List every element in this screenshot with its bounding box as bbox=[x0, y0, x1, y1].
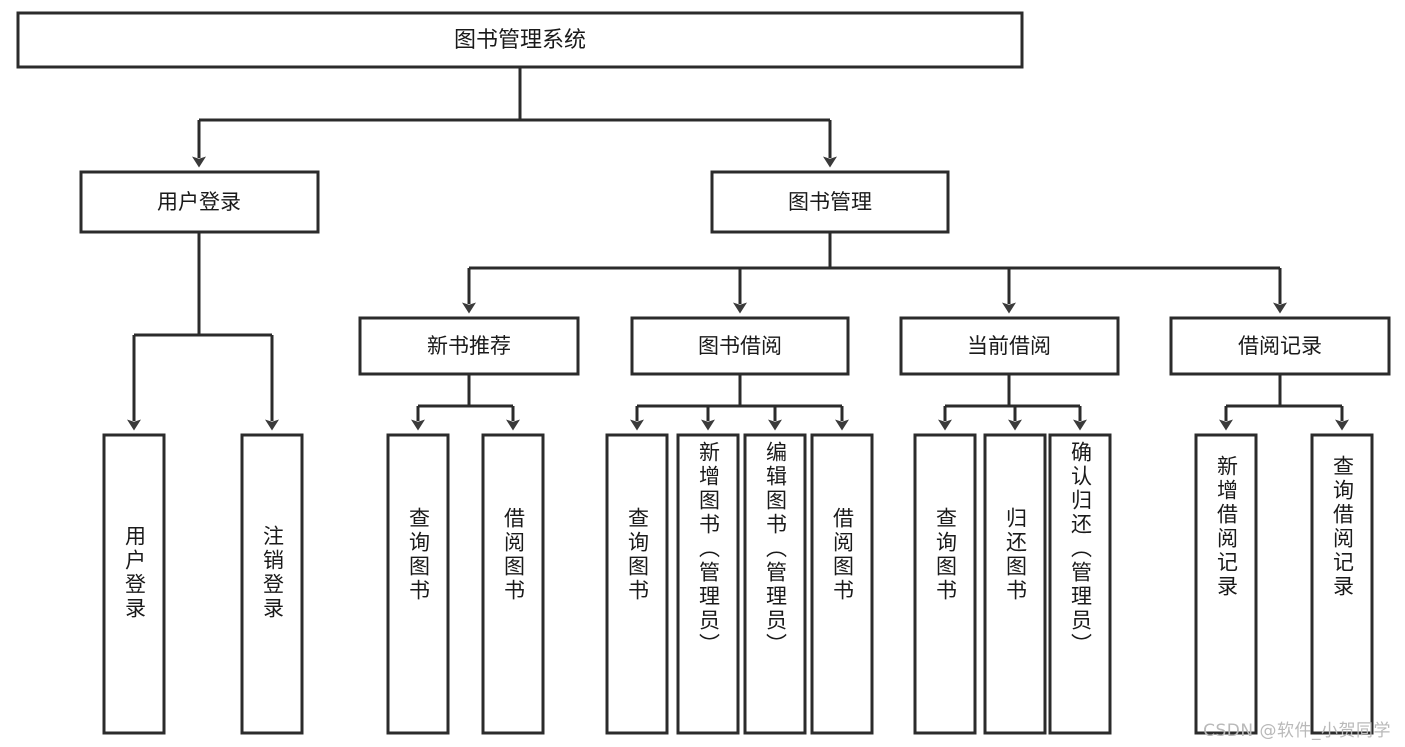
node-new-book-recommend-label: 新书推荐 bbox=[427, 334, 511, 358]
node-confirm-return-admin-box[interactable] bbox=[1048, 433, 1112, 735]
node-new-book-recommend-box[interactable] bbox=[358, 316, 580, 376]
node-borrow-records-box[interactable] bbox=[1169, 316, 1391, 376]
connector-group-book-borrow bbox=[630, 374, 849, 431]
node-query-book-1-box[interactable] bbox=[386, 433, 450, 735]
node-add-book-admin-box[interactable] bbox=[676, 433, 740, 735]
node-edit-book-admin-box[interactable] bbox=[743, 433, 807, 735]
node-borrow-book-1-box[interactable] bbox=[481, 433, 545, 735]
node-query-borrow-record-box[interactable] bbox=[1310, 433, 1374, 735]
connector-group-borrow-records bbox=[1219, 374, 1349, 431]
node-user-logout-action-box[interactable] bbox=[240, 433, 304, 735]
connector-group-user-login bbox=[127, 232, 279, 431]
node-current-borrow-label: 当前借阅 bbox=[967, 334, 1051, 358]
node-user-login-box[interactable] bbox=[79, 170, 320, 234]
connector-group-book-management bbox=[462, 232, 1287, 314]
connector-group-new-book-recommend bbox=[411, 374, 520, 431]
node-user-login-label: 用户登录 bbox=[157, 190, 241, 214]
node-book-borrow-box[interactable] bbox=[630, 316, 850, 376]
node-current-borrow-box[interactable] bbox=[899, 316, 1120, 376]
node-book-management-box[interactable] bbox=[710, 170, 950, 234]
watermark-text: CSDN @软件_小贺同学 bbox=[1203, 721, 1391, 741]
node-root-label: 图书管理系统 bbox=[454, 28, 586, 53]
connector-group-root bbox=[192, 67, 837, 168]
node-borrow-book-2-box[interactable] bbox=[810, 433, 874, 735]
node-return-book-box[interactable] bbox=[983, 433, 1047, 735]
node-add-borrow-record-box[interactable] bbox=[1194, 433, 1258, 735]
node-book-management-label: 图书管理 bbox=[788, 190, 872, 214]
node-borrow-records-label: 借阅记录 bbox=[1238, 334, 1322, 358]
node-query-book-3-box[interactable] bbox=[913, 433, 977, 735]
node-root-box[interactable] bbox=[16, 11, 1024, 69]
node-user-login-action-box[interactable] bbox=[102, 433, 166, 735]
node-book-borrow-label: 图书借阅 bbox=[698, 334, 782, 358]
node-query-book-2-box[interactable] bbox=[605, 433, 669, 735]
connector-group-current-borrow bbox=[938, 374, 1087, 431]
